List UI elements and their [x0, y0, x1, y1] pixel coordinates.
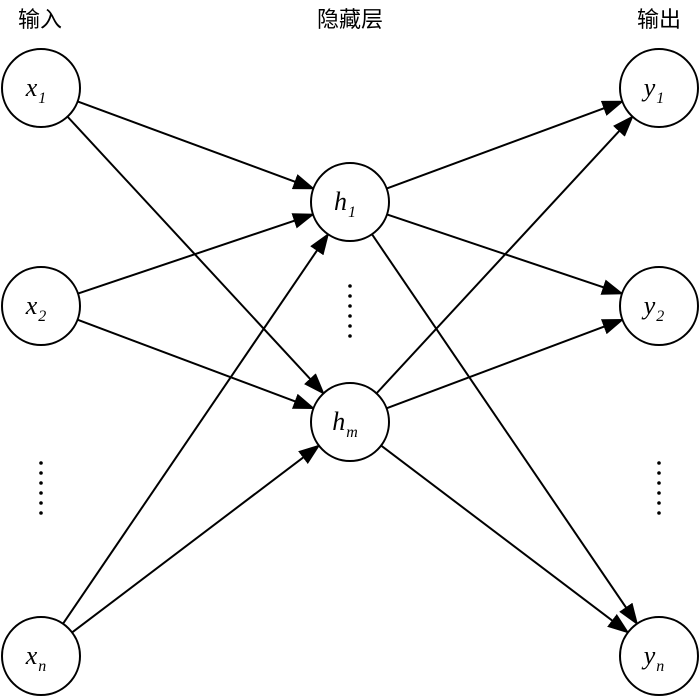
svg-text:hm: hm — [332, 407, 358, 441]
node-symbol: h — [334, 187, 347, 216]
input-node-x2: x2 — [1, 266, 81, 346]
svg-text:y2: y2 — [641, 291, 665, 325]
hidden-ellipsis — [348, 284, 352, 338]
edge-hidden0-output2 — [371, 233, 639, 626]
edge-input2-hidden0 — [62, 232, 330, 625]
node-subscript: m — [346, 424, 358, 441]
edge-input1-hidden0 — [77, 213, 315, 295]
edge-hidden1-output1 — [386, 318, 625, 410]
node-subscript: 1 — [38, 90, 46, 107]
output-layer-title: 输出 — [637, 8, 681, 33]
edge-hidden0-output0 — [386, 100, 625, 190]
output-node-y2: y2 — [619, 266, 699, 346]
edge-input1-hidden1 — [77, 318, 316, 410]
node-subscript: n — [38, 658, 46, 675]
output-ellipsis — [657, 461, 661, 515]
edge-hidden1-output2 — [380, 444, 630, 634]
node-symbol: h — [332, 407, 345, 436]
edge-input0-hidden0 — [77, 100, 316, 190]
node-symbol: x — [25, 291, 38, 320]
edge-group — [62, 100, 639, 634]
input-ellipsis — [39, 461, 43, 515]
svg-text:x2: x2 — [25, 291, 47, 325]
node-subscript: 1 — [348, 204, 356, 221]
node-symbol: y — [641, 641, 656, 670]
input-node-x1: x1 — [1, 48, 81, 128]
output-node-yn: yn — [619, 616, 699, 696]
node-symbol: x — [25, 641, 38, 670]
node-subscript: 1 — [656, 90, 664, 107]
hidden-layer-title: 隐藏层 — [317, 8, 383, 33]
svg-text:y1: y1 — [641, 73, 665, 107]
input-node-xn: xn — [1, 616, 81, 696]
node-subscript: n — [656, 658, 664, 675]
input-layer-title: 输入 — [18, 8, 62, 33]
edge-input2-hidden1 — [71, 444, 321, 634]
svg-text:xn: xn — [25, 641, 47, 675]
output-node-y1: y1 — [619, 48, 699, 128]
node-symbol: y — [641, 73, 656, 102]
svg-text:x1: x1 — [25, 73, 47, 107]
node-symbol: x — [25, 73, 38, 102]
hidden-node-h1: h1 — [310, 162, 390, 242]
node-symbol: y — [641, 291, 656, 320]
hidden-node-hm: hm — [310, 382, 390, 462]
svg-text:h1: h1 — [334, 187, 356, 221]
node-subscript: 2 — [38, 308, 46, 325]
svg-text:yn: yn — [641, 641, 665, 675]
edge-hidden1-output0 — [375, 115, 634, 395]
node-subscript: 2 — [656, 308, 664, 325]
